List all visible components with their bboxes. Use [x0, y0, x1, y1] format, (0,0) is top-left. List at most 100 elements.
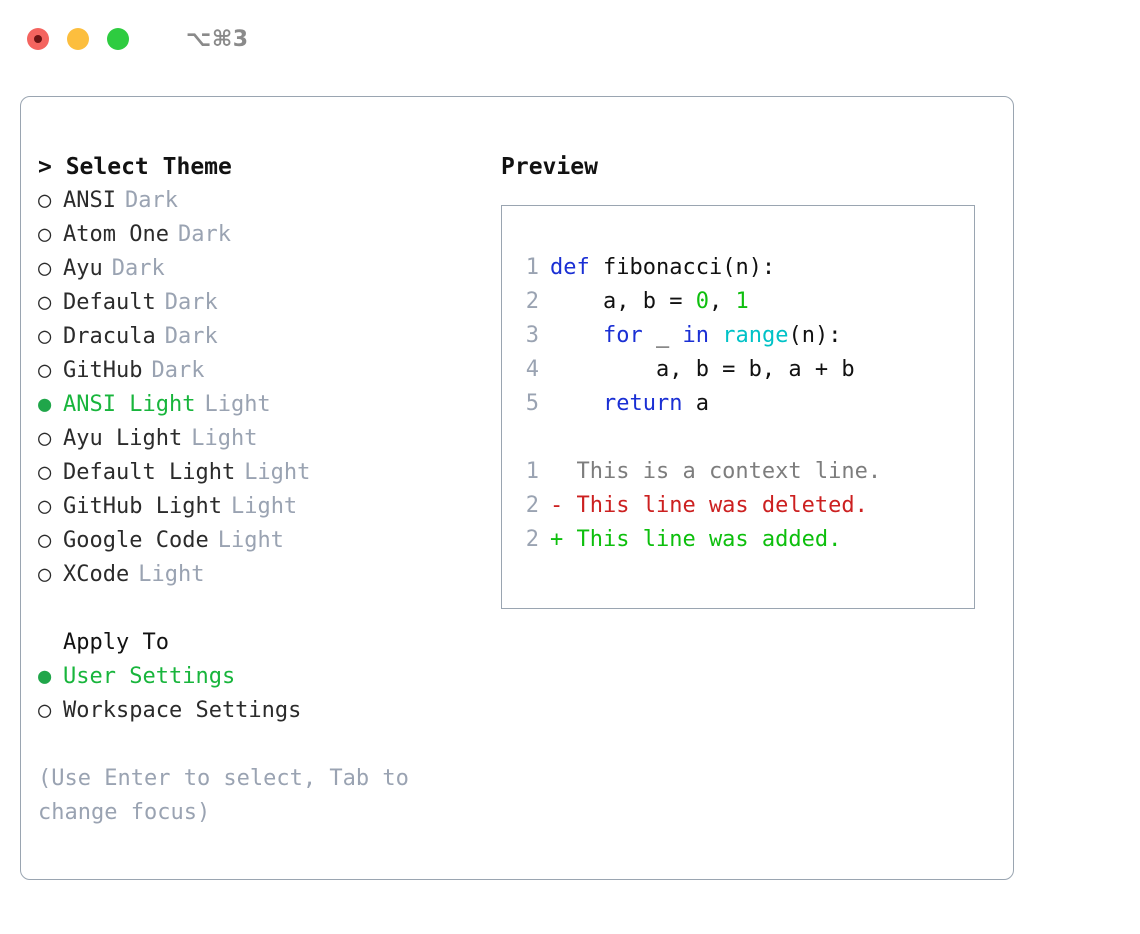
- theme-list-column: > Select Theme ○ ANSI Dark ○ Atom One Da…: [38, 150, 498, 830]
- code-content: for _ in range(n):: [550, 319, 841, 353]
- code-content: return a: [550, 387, 709, 421]
- theme-option-label: Atom One: [63, 222, 169, 247]
- diff-row-context: 1 This is a context line.: [513, 455, 968, 489]
- theme-option-variant: Dark: [151, 358, 205, 383]
- diff-content: - This line was deleted.: [550, 493, 868, 518]
- radio-icon: ○: [38, 494, 52, 519]
- theme-option-variant: Dark: [111, 256, 165, 281]
- code-token: def: [550, 255, 590, 280]
- line-number: 3: [525, 323, 539, 348]
- apply-to-option-user-settings[interactable]: ● User Settings: [38, 660, 498, 694]
- maximize-button-icon[interactable]: [107, 28, 129, 50]
- line-number: 1: [525, 255, 539, 280]
- code-token: (n):: [788, 323, 842, 348]
- preview-box: 1 def fibonacci(n): 2 a, b = 0, 1 3 for …: [501, 205, 975, 609]
- theme-option-variant: Dark: [177, 222, 231, 247]
- theme-option-variant: Dark: [124, 188, 178, 213]
- theme-option-label: GitHub: [63, 358, 143, 383]
- keyboard-hint-text: (Use Enter to select, Tab to change focu…: [38, 766, 423, 825]
- theme-option-variant: Light: [217, 528, 284, 553]
- code-token: 1: [735, 289, 749, 314]
- code-token: ,: [708, 289, 736, 314]
- line-number: 4: [525, 357, 539, 382]
- code-token: a, b =: [550, 289, 696, 314]
- radio-icon: ○: [38, 222, 52, 247]
- select-theme-heading: > Select Theme: [38, 154, 232, 180]
- theme-option-dracula-dark[interactable]: ○ Dracula Dark: [38, 320, 498, 354]
- diff-row-added: 2 + This line was added.: [513, 523, 968, 557]
- theme-option-variant: Light: [244, 460, 311, 485]
- apply-to-heading: Apply To: [63, 630, 169, 655]
- theme-option-ayu-dark[interactable]: ○ Ayu Dark: [38, 252, 498, 286]
- preview-column: Preview 1 def fibonacci(n): 2 a, b = 0, …: [501, 150, 1001, 609]
- apply-to-option-label: Workspace Settings: [63, 698, 302, 723]
- code-token: a: [682, 391, 709, 416]
- theme-option-label: ANSI: [63, 188, 116, 213]
- code-token: [709, 323, 722, 348]
- code-row: 1 def fibonacci(n):: [513, 251, 968, 285]
- theme-option-github-dark[interactable]: ○ GitHub Dark: [38, 354, 498, 388]
- apply-to-option-workspace-settings[interactable]: ○ Workspace Settings: [38, 694, 498, 728]
- theme-option-label: XCode: [63, 562, 130, 587]
- code-token: in: [682, 323, 709, 348]
- theme-option-google-code[interactable]: ○ Google Code Light: [38, 524, 498, 558]
- minimize-button-icon[interactable]: [67, 28, 89, 50]
- line-number: 5: [525, 391, 539, 416]
- theme-option-xcode-light[interactable]: ○ XCode Light: [38, 558, 498, 592]
- theme-option-variant: Dark: [164, 290, 218, 315]
- radio-icon: ○: [38, 188, 52, 213]
- code-content: a, b = 0, 1: [550, 285, 749, 319]
- line-number: 1: [525, 459, 539, 484]
- window-title-shortcut: ⌥⌘3: [186, 26, 249, 52]
- theme-option-default-light[interactable]: ○ Default Light Light: [38, 456, 498, 490]
- code-row: 5 return a: [513, 387, 968, 421]
- radio-icon: ○: [38, 256, 52, 281]
- code-blank-line: [513, 421, 968, 455]
- theme-option-label: ANSI Light: [63, 392, 196, 417]
- theme-option-variant: Dark: [164, 324, 218, 349]
- diff-content: This is a context line.: [550, 459, 882, 484]
- line-number: 2: [525, 493, 539, 518]
- code-row: 2 a, b = 0, 1: [513, 285, 968, 319]
- theme-option-github-light[interactable]: ○ GitHub Light Light: [38, 490, 498, 524]
- code-token: range: [722, 323, 789, 348]
- radio-icon: ○: [38, 290, 52, 315]
- theme-option-atom-one-dark[interactable]: ○ Atom One Dark: [38, 218, 498, 252]
- code-row: 4 a, b = b, a + b: [513, 353, 968, 387]
- radio-icon: ○: [38, 358, 52, 383]
- theme-option-label: GitHub Light: [63, 494, 222, 519]
- code-token: 0: [695, 289, 709, 314]
- code-sample: 1 def fibonacci(n): 2 a, b = 0, 1 3 for …: [513, 251, 968, 557]
- radio-icon-selected: ●: [38, 664, 52, 689]
- theme-option-variant: Light: [204, 392, 271, 417]
- code-content: a, b = b, a + b: [550, 353, 855, 387]
- theme-option-ayu-light[interactable]: ○ Ayu Light Light: [38, 422, 498, 456]
- line-number: 2: [525, 289, 539, 314]
- close-button-icon[interactable]: [27, 28, 49, 50]
- code-token: return: [602, 391, 683, 416]
- preview-heading: Preview: [501, 154, 598, 180]
- window-titlebar: ⌥⌘3: [0, 0, 1140, 78]
- theme-option-label: Default Light: [63, 460, 236, 485]
- list-spacer: [38, 592, 498, 626]
- theme-option-variant: Light: [138, 562, 205, 587]
- theme-option-default-dark[interactable]: ○ Default Dark: [38, 286, 498, 320]
- radio-icon-selected: ●: [38, 392, 52, 417]
- radio-icon: ○: [38, 460, 52, 485]
- window-controls: [27, 28, 129, 50]
- code-token: [550, 323, 603, 348]
- theme-option-ansi-dark[interactable]: ○ ANSI Dark: [38, 184, 498, 218]
- code-token: [550, 391, 603, 416]
- radio-icon: ○: [38, 562, 52, 587]
- radio-icon: ○: [38, 528, 52, 553]
- theme-option-label: Google Code: [63, 528, 209, 553]
- radio-icon: ○: [38, 324, 52, 349]
- code-token: fibonacci(n):: [589, 255, 776, 280]
- code-token: _: [642, 323, 683, 348]
- code-row: 3 for _ in range(n):: [513, 319, 968, 353]
- theme-option-label: Dracula: [63, 324, 156, 349]
- theme-option-label: Ayu: [63, 256, 103, 281]
- theme-option-ansi-light[interactable]: ● ANSI Light Light: [38, 388, 498, 422]
- diff-row-removed: 2 - This line was deleted.: [513, 489, 968, 523]
